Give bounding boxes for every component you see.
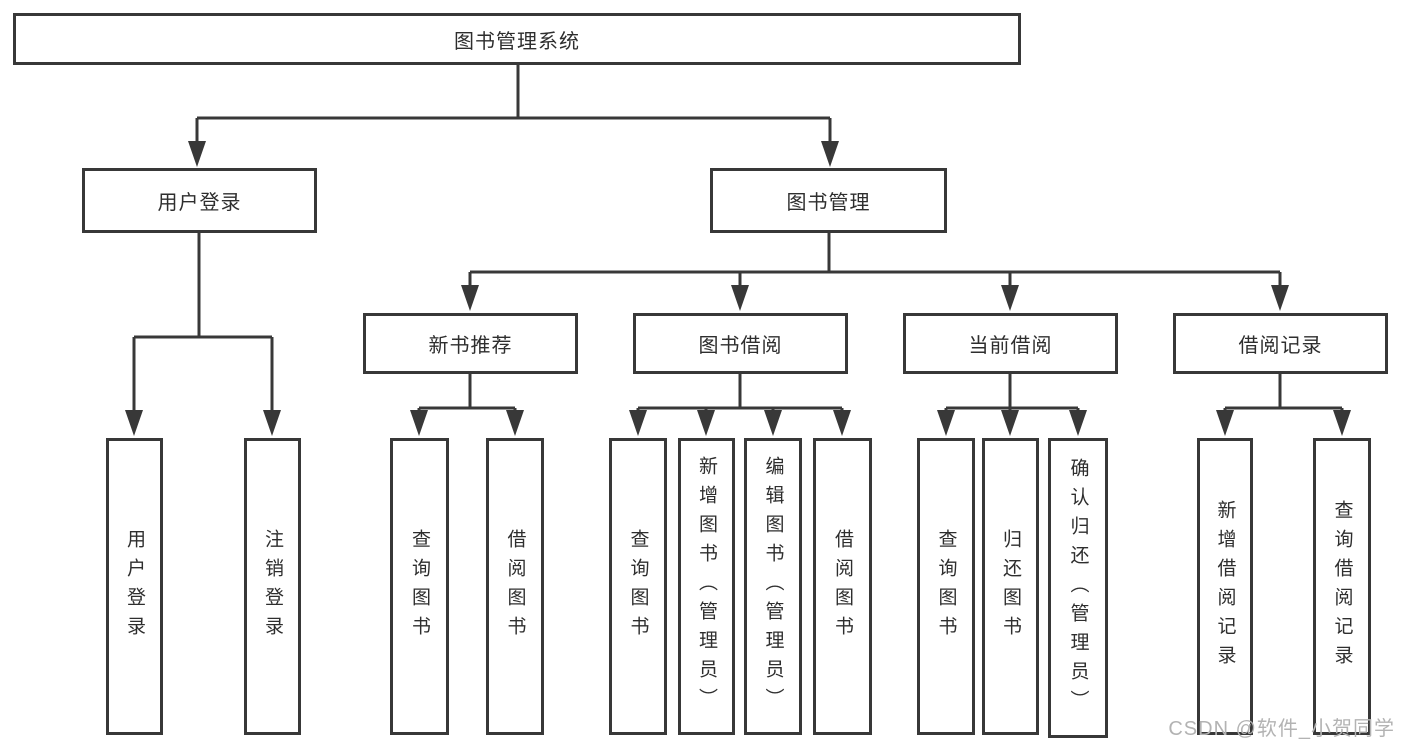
node-book-borrowing: 图书借阅 [633,313,848,374]
leaf-confirm-return-admin: 确认归还（管理员） [1048,438,1108,738]
leaf-recommend-query-books-label: 查询图书 [409,528,430,645]
csdn-watermark: CSDN @软件_小贺同学 [1168,718,1395,740]
node-book-management: 图书管理 [710,168,947,233]
leaf-confirm-return-admin-label: 确认归还（管理员） [1067,457,1089,719]
leaf-user-login: 用户登录 [106,438,163,735]
node-borrowing-records: 借阅记录 [1173,313,1388,374]
node-current-borrowing-label: 当前借阅 [968,335,1053,357]
leaf-user-login-label: 用户登录 [124,528,145,645]
node-root-system: 图书管理系统 [13,13,1021,65]
leaf-add-borrow-record-label: 新增借阅记录 [1214,499,1236,674]
leaf-edit-books-admin-label: 编辑图书（管理员） [762,456,784,717]
node-book-borrowing-label: 图书借阅 [698,335,783,357]
node-book-management-label: 图书管理 [786,192,871,214]
leaf-query-borrow-record: 查询借阅记录 [1313,438,1371,735]
leaf-recommend-borrow-books-label: 借阅图书 [504,528,526,645]
node-root-label: 图书管理系统 [454,30,580,53]
leaf-current-query-books: 查询图书 [917,438,975,735]
leaf-borrowing-query-books: 查询图书 [609,438,667,735]
leaf-current-query-books-label: 查询图书 [935,528,957,645]
node-user-login-label: 用户登录 [157,192,242,214]
node-new-book-recommendation: 新书推荐 [363,313,578,374]
leaf-query-borrow-record-label: 查询借阅记录 [1331,499,1353,674]
leaf-add-borrow-record: 新增借阅记录 [1197,438,1253,735]
node-new-book-recommendation-label: 新书推荐 [428,335,513,357]
leaf-recommend-borrow-books: 借阅图书 [486,438,544,735]
node-user-login: 用户登录 [82,168,317,233]
leaf-borrowing-query-books-label: 查询图书 [627,528,649,645]
leaf-logout-login: 注销登录 [244,438,301,735]
leaf-edit-books-admin: 编辑图书（管理员） [744,438,802,735]
leaf-logout-login-label: 注销登录 [262,528,283,645]
leaf-return-books-label: 归还图书 [1000,528,1021,645]
node-borrowing-records-label: 借阅记录 [1238,335,1323,357]
leaf-add-books-admin-label: 新增图书（管理员） [696,456,717,717]
leaf-add-books-admin: 新增图书（管理员） [678,438,735,735]
leaf-borrowing-borrow-books-label: 借阅图书 [832,528,853,645]
leaf-borrowing-borrow-books: 借阅图书 [813,438,872,735]
node-current-borrowing: 当前借阅 [903,313,1118,374]
leaf-return-books: 归还图书 [982,438,1039,735]
leaf-recommend-query-books: 查询图书 [390,438,449,735]
